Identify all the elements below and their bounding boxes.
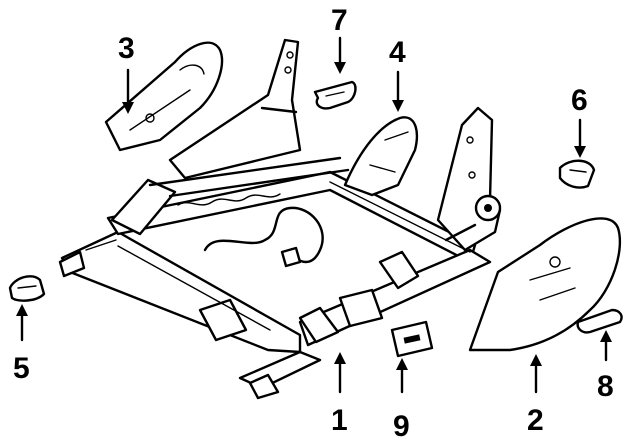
part-5-cap bbox=[8, 275, 46, 302]
callout-9: 9 bbox=[393, 410, 410, 443]
part-7-clip bbox=[313, 80, 357, 110]
callout-5: 5 bbox=[13, 352, 30, 385]
part-9-switch bbox=[390, 320, 434, 358]
arrow-4-icon bbox=[392, 100, 404, 112]
arrow-2-icon bbox=[530, 354, 542, 366]
part-4-inner-cover bbox=[343, 116, 419, 197]
part-3-outer-cover bbox=[104, 41, 224, 152]
part-2-side-cover bbox=[468, 217, 622, 352]
arrow-6-icon bbox=[574, 146, 586, 158]
arrow-8-icon bbox=[600, 330, 612, 342]
callout-6: 6 bbox=[571, 84, 588, 117]
callout-7: 7 bbox=[331, 4, 348, 37]
callout-4: 4 bbox=[389, 36, 406, 69]
part-6-cap bbox=[558, 159, 596, 189]
callout-labels: 1 2 3 4 5 6 7 8 9 bbox=[13, 4, 614, 443]
arrow-1-icon bbox=[334, 352, 346, 364]
leader-lines bbox=[16, 36, 612, 394]
arrow-9-icon bbox=[396, 358, 408, 370]
callout-3: 3 bbox=[118, 32, 135, 65]
seat-frame-assembly bbox=[58, 38, 502, 400]
callout-8: 8 bbox=[597, 370, 614, 403]
arrow-5-icon bbox=[16, 304, 28, 316]
arrow-3-icon bbox=[122, 102, 134, 114]
callout-1: 1 bbox=[331, 404, 348, 437]
arrow-7-icon bbox=[334, 62, 346, 74]
callout-2: 2 bbox=[527, 404, 544, 437]
part-8-knob bbox=[576, 308, 623, 334]
